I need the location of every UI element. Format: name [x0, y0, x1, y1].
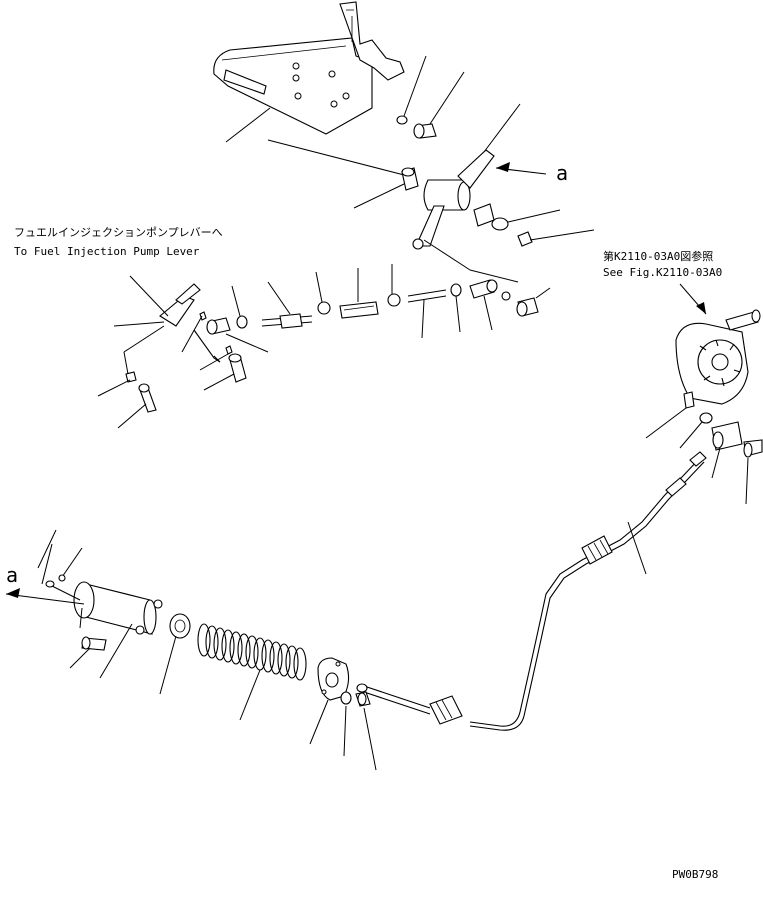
spring-seat [159, 613, 191, 695]
flange-nut [355, 691, 377, 771]
throttle-cable [356, 451, 707, 731]
reference-arrow-a-lower: a [5, 563, 85, 605]
lever-assembly [267, 103, 595, 283]
cable-flange-plate [309, 657, 350, 745]
bracket-washer [396, 55, 427, 125]
governor-lever-assembly [645, 309, 763, 505]
fuel-lever-label-en: To Fuel Injection Pump Lever [14, 245, 200, 258]
cylinder-assembly [37, 529, 163, 679]
ref-label-a-upper: a [556, 161, 568, 185]
fuel-lever-label-jp: フュエルインジェクションポンプレバーへ [14, 226, 223, 239]
flange-washer [340, 691, 352, 757]
mounting-bracket [213, 1, 405, 143]
drawing-id: PW0B798 [672, 868, 718, 881]
return-spring [197, 623, 307, 721]
pump-lever-bracket [97, 275, 247, 429]
bracket-bolt [413, 71, 465, 139]
see-fig-label-jp: 第K2110-03A0図参照 [603, 249, 713, 263]
ref-label-a-lower: a [6, 563, 18, 587]
reference-arrow-a-upper: a [495, 161, 568, 185]
see-fig-label-en: See Fig.K2110-03A0 [603, 266, 722, 279]
rod-linkage-row [206, 264, 551, 353]
